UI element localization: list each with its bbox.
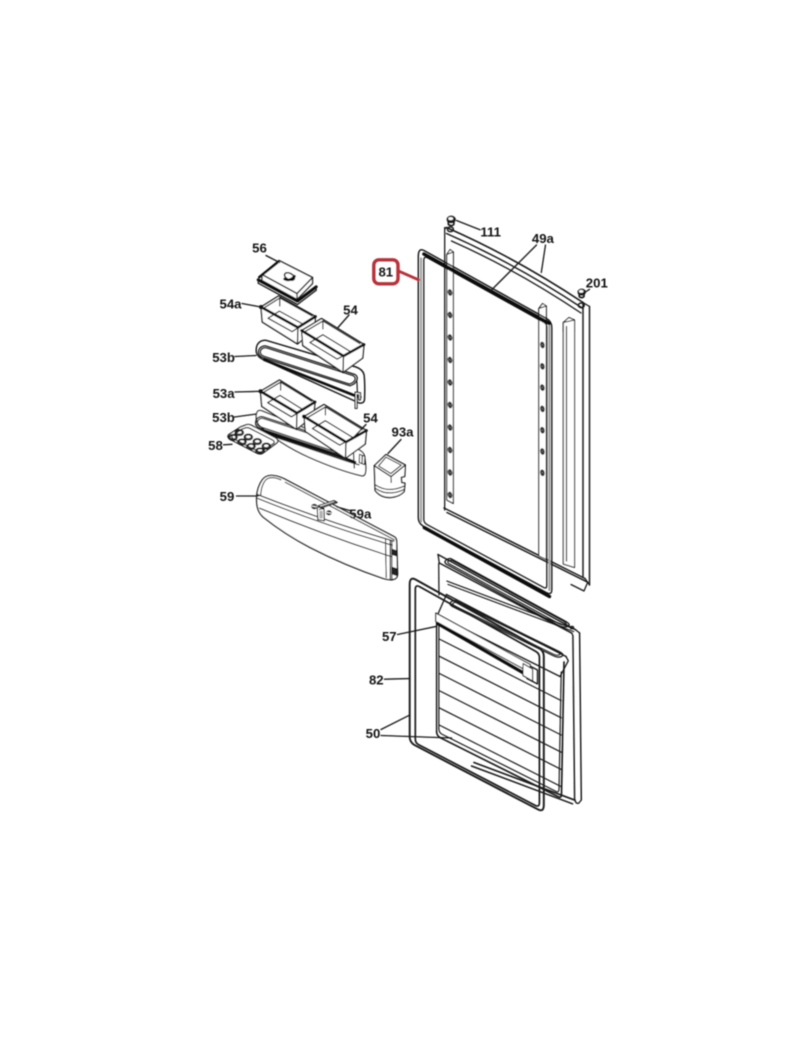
svg-text:54: 54 bbox=[363, 410, 378, 425]
svg-text:54a: 54a bbox=[219, 296, 242, 311]
svg-text:53b: 53b bbox=[212, 350, 235, 365]
svg-text:59: 59 bbox=[220, 489, 235, 504]
svg-text:50: 50 bbox=[366, 726, 381, 741]
svg-text:49a: 49a bbox=[532, 231, 555, 246]
svg-text:81: 81 bbox=[378, 264, 393, 279]
svg-text:111: 111 bbox=[480, 224, 501, 239]
svg-text:54: 54 bbox=[343, 302, 358, 317]
svg-text:56: 56 bbox=[252, 240, 267, 255]
svg-text:82: 82 bbox=[369, 673, 384, 688]
svg-text:53a: 53a bbox=[213, 386, 236, 401]
svg-text:58: 58 bbox=[208, 438, 223, 453]
svg-text:57: 57 bbox=[382, 629, 397, 644]
svg-text:93a: 93a bbox=[391, 424, 414, 439]
svg-text:59a: 59a bbox=[349, 506, 372, 521]
svg-text:53b: 53b bbox=[212, 410, 235, 425]
svg-text:201: 201 bbox=[586, 276, 608, 291]
